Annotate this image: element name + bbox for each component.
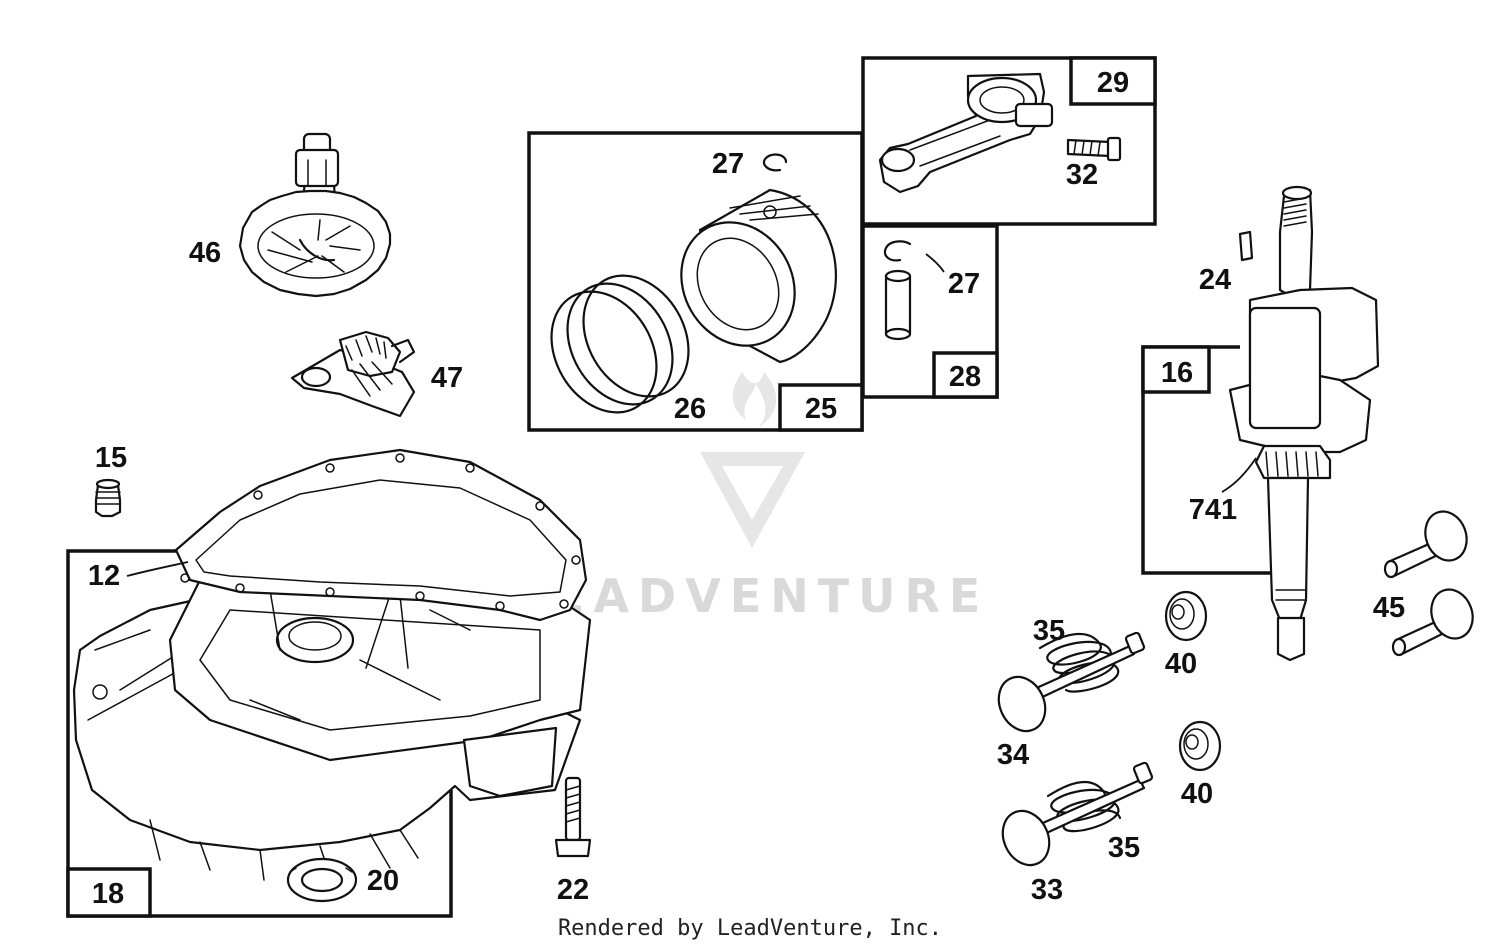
circlip-top-illustration[interactable]: [762, 153, 788, 172]
footer-credit: Rendered by LeadVenture, Inc.: [557, 916, 943, 941]
valve-upper-illustration[interactable]: [990, 631, 1146, 739]
piston-pin-illustration[interactable]: [884, 269, 912, 341]
lifter-lower-illustration[interactable]: [1391, 584, 1479, 657]
valve-lower-illustration[interactable]: [994, 761, 1154, 873]
valve-retainer-lower-illustration[interactable]: [1178, 720, 1222, 772]
callout-35-upper: 35: [1033, 615, 1065, 647]
callout-35-lower: 35: [1108, 832, 1140, 864]
callout-12: 12: [88, 560, 120, 592]
callout-33: 33: [1031, 874, 1063, 906]
group-box-18[interactable]: 18: [66, 549, 453, 918]
leader-741: [1221, 457, 1257, 493]
drain-plug-illustration[interactable]: [94, 478, 122, 518]
box-29-frame: [861, 56, 1157, 226]
callout-40-upper: 40: [1165, 648, 1197, 680]
box-28-tab: [932, 351, 999, 399]
rod-bolt-illustration[interactable]: [1066, 136, 1122, 162]
leader-12: [126, 561, 189, 577]
lifter-upper-illustration[interactable]: [1383, 506, 1473, 579]
callout-20: 20: [367, 865, 399, 897]
watermark: LEADVENTURE: [515, 372, 990, 623]
box-25-tab: [778, 383, 864, 432]
connecting-rod-illustration[interactable]: [878, 72, 1054, 194]
callout-47: 47: [431, 362, 463, 394]
callout-16: 16: [1161, 357, 1193, 389]
callout-46: 46: [189, 237, 221, 269]
bolt-illustration[interactable]: [554, 776, 592, 858]
callout-28: 28: [949, 361, 981, 393]
group-box-29[interactable]: 29: [861, 56, 1157, 226]
group-box-16[interactable]: 16: [1141, 345, 1272, 575]
key-illustration[interactable]: [1238, 230, 1254, 262]
piston-rings-illustration[interactable]: [530, 257, 709, 432]
piston-illustration[interactable]: [659, 188, 837, 366]
leader-27: [925, 253, 945, 273]
valve-retainer-upper-illustration[interactable]: [1164, 590, 1208, 642]
callout-27-top: 27: [712, 148, 744, 180]
callout-26: 26: [674, 393, 706, 425]
crankshaft-illustration[interactable]: [1228, 185, 1380, 662]
callout-27-pin: 27: [948, 268, 980, 300]
callout-32: 32: [1066, 159, 1098, 191]
box-29-tab: [1069, 56, 1157, 106]
callout-40-lower: 40: [1181, 778, 1213, 810]
cam-gear-illustration[interactable]: [238, 132, 392, 298]
callout-15: 15: [95, 442, 127, 474]
box-18-tab: [66, 867, 152, 918]
watermark-text: LEADVENTURE: [515, 569, 990, 623]
oil-seal-illustration[interactable]: [286, 857, 358, 903]
group-box-28[interactable]: 28: [861, 224, 999, 399]
box-16-tab: [1141, 345, 1211, 394]
watermark-logo-icon: [700, 372, 805, 548]
crankcase-illustration[interactable]: [72, 448, 592, 881]
callout-45: 45: [1373, 592, 1405, 624]
callout-741: 741: [1189, 494, 1237, 526]
callout-24: 24: [1199, 264, 1231, 296]
callout-29: 29: [1097, 67, 1129, 99]
callout-34: 34: [997, 739, 1029, 771]
callout-18: 18: [92, 878, 124, 910]
circlip-illustration[interactable]: [883, 240, 912, 262]
callout-22: 22: [557, 874, 589, 906]
box-28-frame: [861, 224, 999, 399]
callout-25: 25: [805, 393, 837, 425]
governor-illustration[interactable]: [290, 330, 416, 418]
